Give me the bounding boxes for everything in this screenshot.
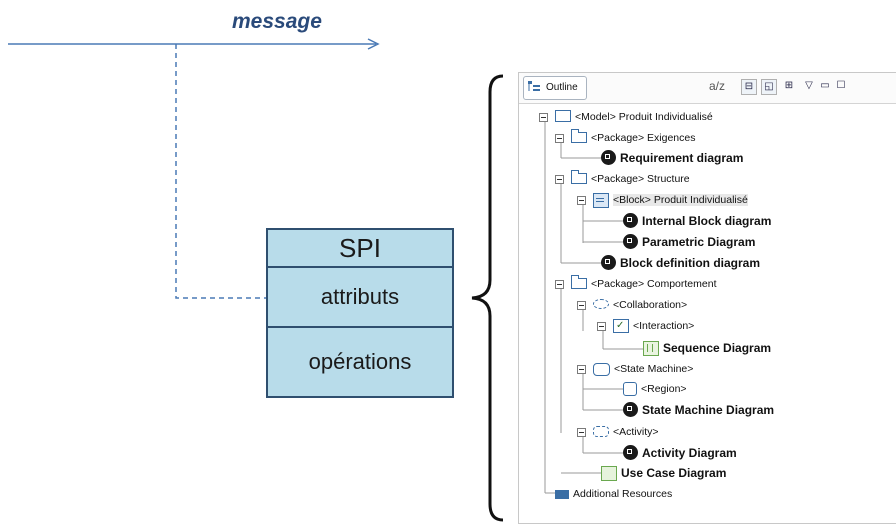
sort-alpha-button[interactable]: a/z	[709, 79, 725, 95]
block-icon	[593, 192, 609, 208]
tree-item-block-definition-diagram[interactable]: Block definition diagram	[601, 254, 760, 272]
collapse-toggle[interactable]	[555, 175, 564, 184]
diagram-icon	[601, 255, 616, 271]
tree-item-activity[interactable]: <Activity>	[577, 423, 659, 441]
tree-item-block[interactable]: <Block> Produit Individualisé	[577, 191, 748, 209]
tree-item-sequence-diagram[interactable]: Sequence Diagram	[643, 339, 771, 357]
class-operations: opérations	[308, 349, 412, 374]
tree-item-label: State Machine Diagram	[642, 403, 775, 417]
state-machine-icon	[593, 362, 610, 376]
link-icon: ◱	[764, 81, 774, 92]
spi-class-box: SPI attributs opérations	[266, 228, 454, 398]
activity-icon	[593, 425, 609, 437]
tree-item-label: Internal Block diagram	[642, 214, 772, 228]
tree-item-state-machine[interactable]: <State Machine>	[577, 360, 693, 378]
tree-item-label: Use Case Diagram	[621, 466, 727, 480]
diagram-icon	[623, 213, 638, 229]
tree-item-label: Requirement diagram	[620, 151, 744, 165]
view-menu-button[interactable]: ▽	[801, 79, 817, 95]
tree-item-label: <Interaction>	[633, 320, 695, 332]
diagram-icon	[623, 234, 638, 250]
tree-item-package-comportement[interactable]: <Package> Comportement	[555, 274, 717, 293]
tree-view-button[interactable]: ⊟	[741, 79, 757, 95]
tree-item-label: <Model> Produit Individualisé	[575, 111, 713, 123]
tree-item-package-exigences[interactable]: <Package> Exigences	[555, 128, 696, 147]
collapse-toggle[interactable]	[577, 301, 586, 310]
interaction-icon	[613, 317, 629, 335]
outline-view: Outline a/z ⊟ ◱ ⊞ ▽ ▭ ☐	[518, 72, 896, 524]
hierarchy-button[interactable]: ⊞	[781, 79, 797, 95]
tree-item-label: <Activity>	[613, 426, 659, 438]
link-editor-button[interactable]: ◱	[761, 79, 777, 95]
package-icon	[571, 169, 587, 184]
diagram-icon	[623, 445, 638, 461]
class-attributes: attributs	[268, 268, 452, 328]
tree-item-label: Block definition diagram	[620, 256, 761, 270]
tree-item-use-case-diagram[interactable]: Use Case Diagram	[601, 464, 726, 482]
tree-item-additional-resources[interactable]: Additional Resources	[555, 485, 672, 503]
collapse-toggle[interactable]	[577, 428, 586, 437]
minimize-icon: ▭	[820, 80, 830, 91]
tree-item-collaboration[interactable]: <Collaboration>	[577, 296, 687, 314]
use-case-diagram-icon	[601, 466, 617, 482]
tree-item-state-machine-diagram[interactable]: State Machine Diagram	[623, 401, 774, 419]
collapse-toggle[interactable]	[577, 365, 586, 374]
tree-item-label: <Block> Produit Individualisé	[613, 194, 748, 206]
outline-icon	[528, 81, 540, 91]
tree-item-label: <State Machine>	[614, 363, 694, 375]
class-name: SPI	[268, 230, 452, 268]
dashed-connector	[175, 44, 266, 299]
collaboration-icon	[593, 299, 609, 310]
package-icon	[571, 128, 587, 143]
collapse-toggle[interactable]	[555, 280, 564, 289]
tree-item-interaction[interactable]: <Interaction>	[597, 317, 694, 335]
collapse-toggle[interactable]	[555, 134, 564, 143]
tree-item-activity-diagram[interactable]: Activity Diagram	[623, 444, 737, 462]
maximize-icon: ☐	[836, 80, 846, 91]
hierarchy-icon: ⊞	[784, 80, 794, 91]
diagram-icon	[601, 150, 616, 166]
collapse-toggle[interactable]	[597, 322, 606, 331]
diagram-icon	[623, 402, 638, 418]
tree-item-label: Activity Diagram	[642, 446, 737, 460]
sort-alpha-icon: a/z	[709, 79, 726, 93]
tab-outline-label: Outline	[546, 82, 578, 93]
collapse-toggle[interactable]	[539, 113, 548, 122]
resources-icon	[555, 489, 569, 499]
tree-item-label: <Collaboration>	[613, 299, 688, 311]
tree-icon: ⊟	[744, 81, 754, 92]
region-icon	[623, 382, 637, 397]
tree-connector-lines	[544, 121, 643, 494]
maximize-button[interactable]: ☐	[833, 79, 849, 95]
package-icon	[571, 274, 587, 289]
collapse-toggle[interactable]	[577, 196, 586, 205]
tree-item-label: <Package> Structure	[591, 173, 690, 185]
message-label: message	[232, 10, 322, 33]
tree-item-internal-block-diagram[interactable]: Internal Block diagram	[623, 212, 771, 230]
curly-bracket	[471, 74, 504, 522]
minimize-button[interactable]: ▭	[817, 79, 833, 95]
tree-item-label: <Package> Exigences	[591, 132, 696, 144]
tree-item-model[interactable]: <Model> Produit Individualisé	[539, 108, 713, 126]
outline-toolbar: Outline a/z ⊟ ◱ ⊞ ▽ ▭ ☐	[519, 73, 896, 104]
message-arrowhead	[367, 38, 380, 50]
tree-item-region[interactable]: <Region>	[623, 380, 687, 398]
tree-item-label: <Region>	[641, 383, 687, 395]
model-icon	[555, 110, 571, 123]
tree-item-parametric-diagram[interactable]: Parametric Diagram	[623, 233, 755, 251]
tree-item-package-structure[interactable]: <Package> Structure	[555, 169, 690, 188]
sequence-diagram-icon	[643, 341, 659, 357]
chevron-down-icon: ▽	[805, 80, 813, 91]
tree-item-label: <Package> Comportement	[591, 278, 717, 290]
tree-item-requirement-diagram[interactable]: Requirement diagram	[601, 149, 743, 167]
tree-item-label: Additional Resources	[573, 488, 673, 500]
tree-item-label: Parametric Diagram	[642, 235, 756, 249]
tab-outline[interactable]: Outline	[523, 76, 587, 100]
tree-item-label: Sequence Diagram	[663, 341, 772, 355]
